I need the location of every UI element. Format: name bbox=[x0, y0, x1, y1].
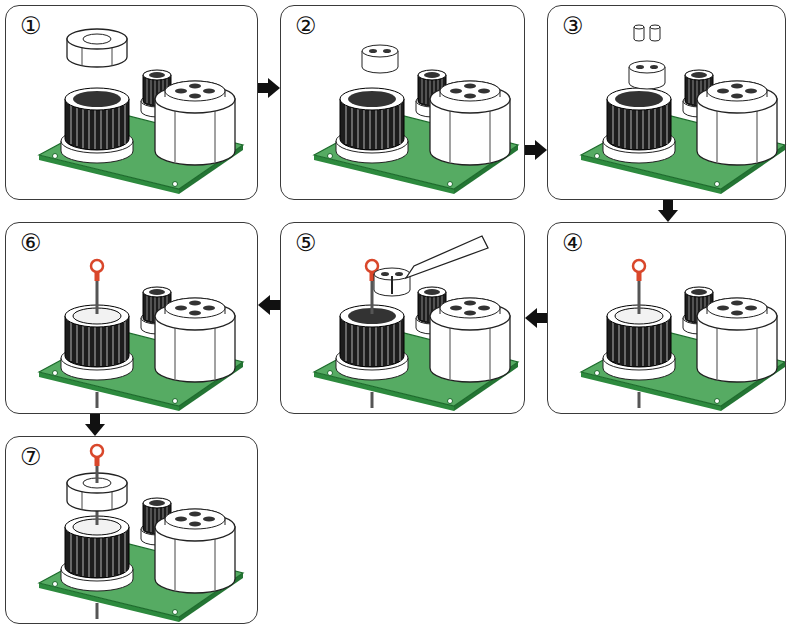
step-panel: ③ bbox=[547, 5, 786, 200]
sealing-plug bbox=[634, 25, 644, 41]
step-panel: ⑥ bbox=[5, 222, 258, 414]
step-arrow bbox=[663, 200, 673, 210]
gland-board bbox=[581, 287, 785, 411]
insert-tool bbox=[406, 236, 488, 278]
gland-board bbox=[314, 287, 518, 411]
gland-board bbox=[39, 70, 243, 194]
step-one-figure bbox=[39, 29, 243, 194]
gland-board bbox=[314, 70, 518, 194]
wire-terminal bbox=[633, 260, 645, 408]
step-number: ① bbox=[20, 14, 42, 38]
slit-insert bbox=[374, 268, 410, 296]
step-two-figure bbox=[314, 45, 518, 194]
step-panel: ⑦ bbox=[5, 436, 258, 624]
step-panel: ⑤ bbox=[280, 222, 525, 414]
step-arrow bbox=[90, 414, 100, 424]
gland-board bbox=[581, 70, 785, 194]
step-six-figure bbox=[39, 260, 243, 411]
ring-terminal bbox=[91, 445, 103, 457]
step-number: ② bbox=[295, 14, 317, 38]
gland-board bbox=[39, 498, 243, 622]
seal-insert bbox=[362, 45, 398, 73]
step-number: ⑥ bbox=[20, 231, 42, 255]
step-panel: ① bbox=[5, 5, 258, 200]
step-number: ③ bbox=[562, 14, 584, 38]
step-four-figure bbox=[581, 260, 785, 411]
wire-terminal bbox=[91, 260, 103, 408]
step-panel: ② bbox=[280, 5, 525, 200]
step-number: ⑦ bbox=[20, 445, 42, 469]
step-arrow bbox=[270, 300, 280, 310]
step-seven-figure bbox=[39, 445, 243, 622]
gland-board bbox=[39, 287, 243, 411]
sealing-plug bbox=[650, 25, 660, 41]
step-arrow bbox=[537, 313, 547, 323]
step-arrow bbox=[258, 83, 268, 93]
cap-nut bbox=[67, 29, 127, 67]
step-number: ④ bbox=[562, 231, 584, 255]
step-number: ⑤ bbox=[295, 231, 317, 255]
step-panel: ④ bbox=[547, 222, 786, 414]
seal-insert bbox=[629, 61, 665, 89]
step-three-figure bbox=[581, 25, 785, 194]
step-five-figure bbox=[314, 236, 518, 411]
step-arrow bbox=[525, 145, 535, 155]
